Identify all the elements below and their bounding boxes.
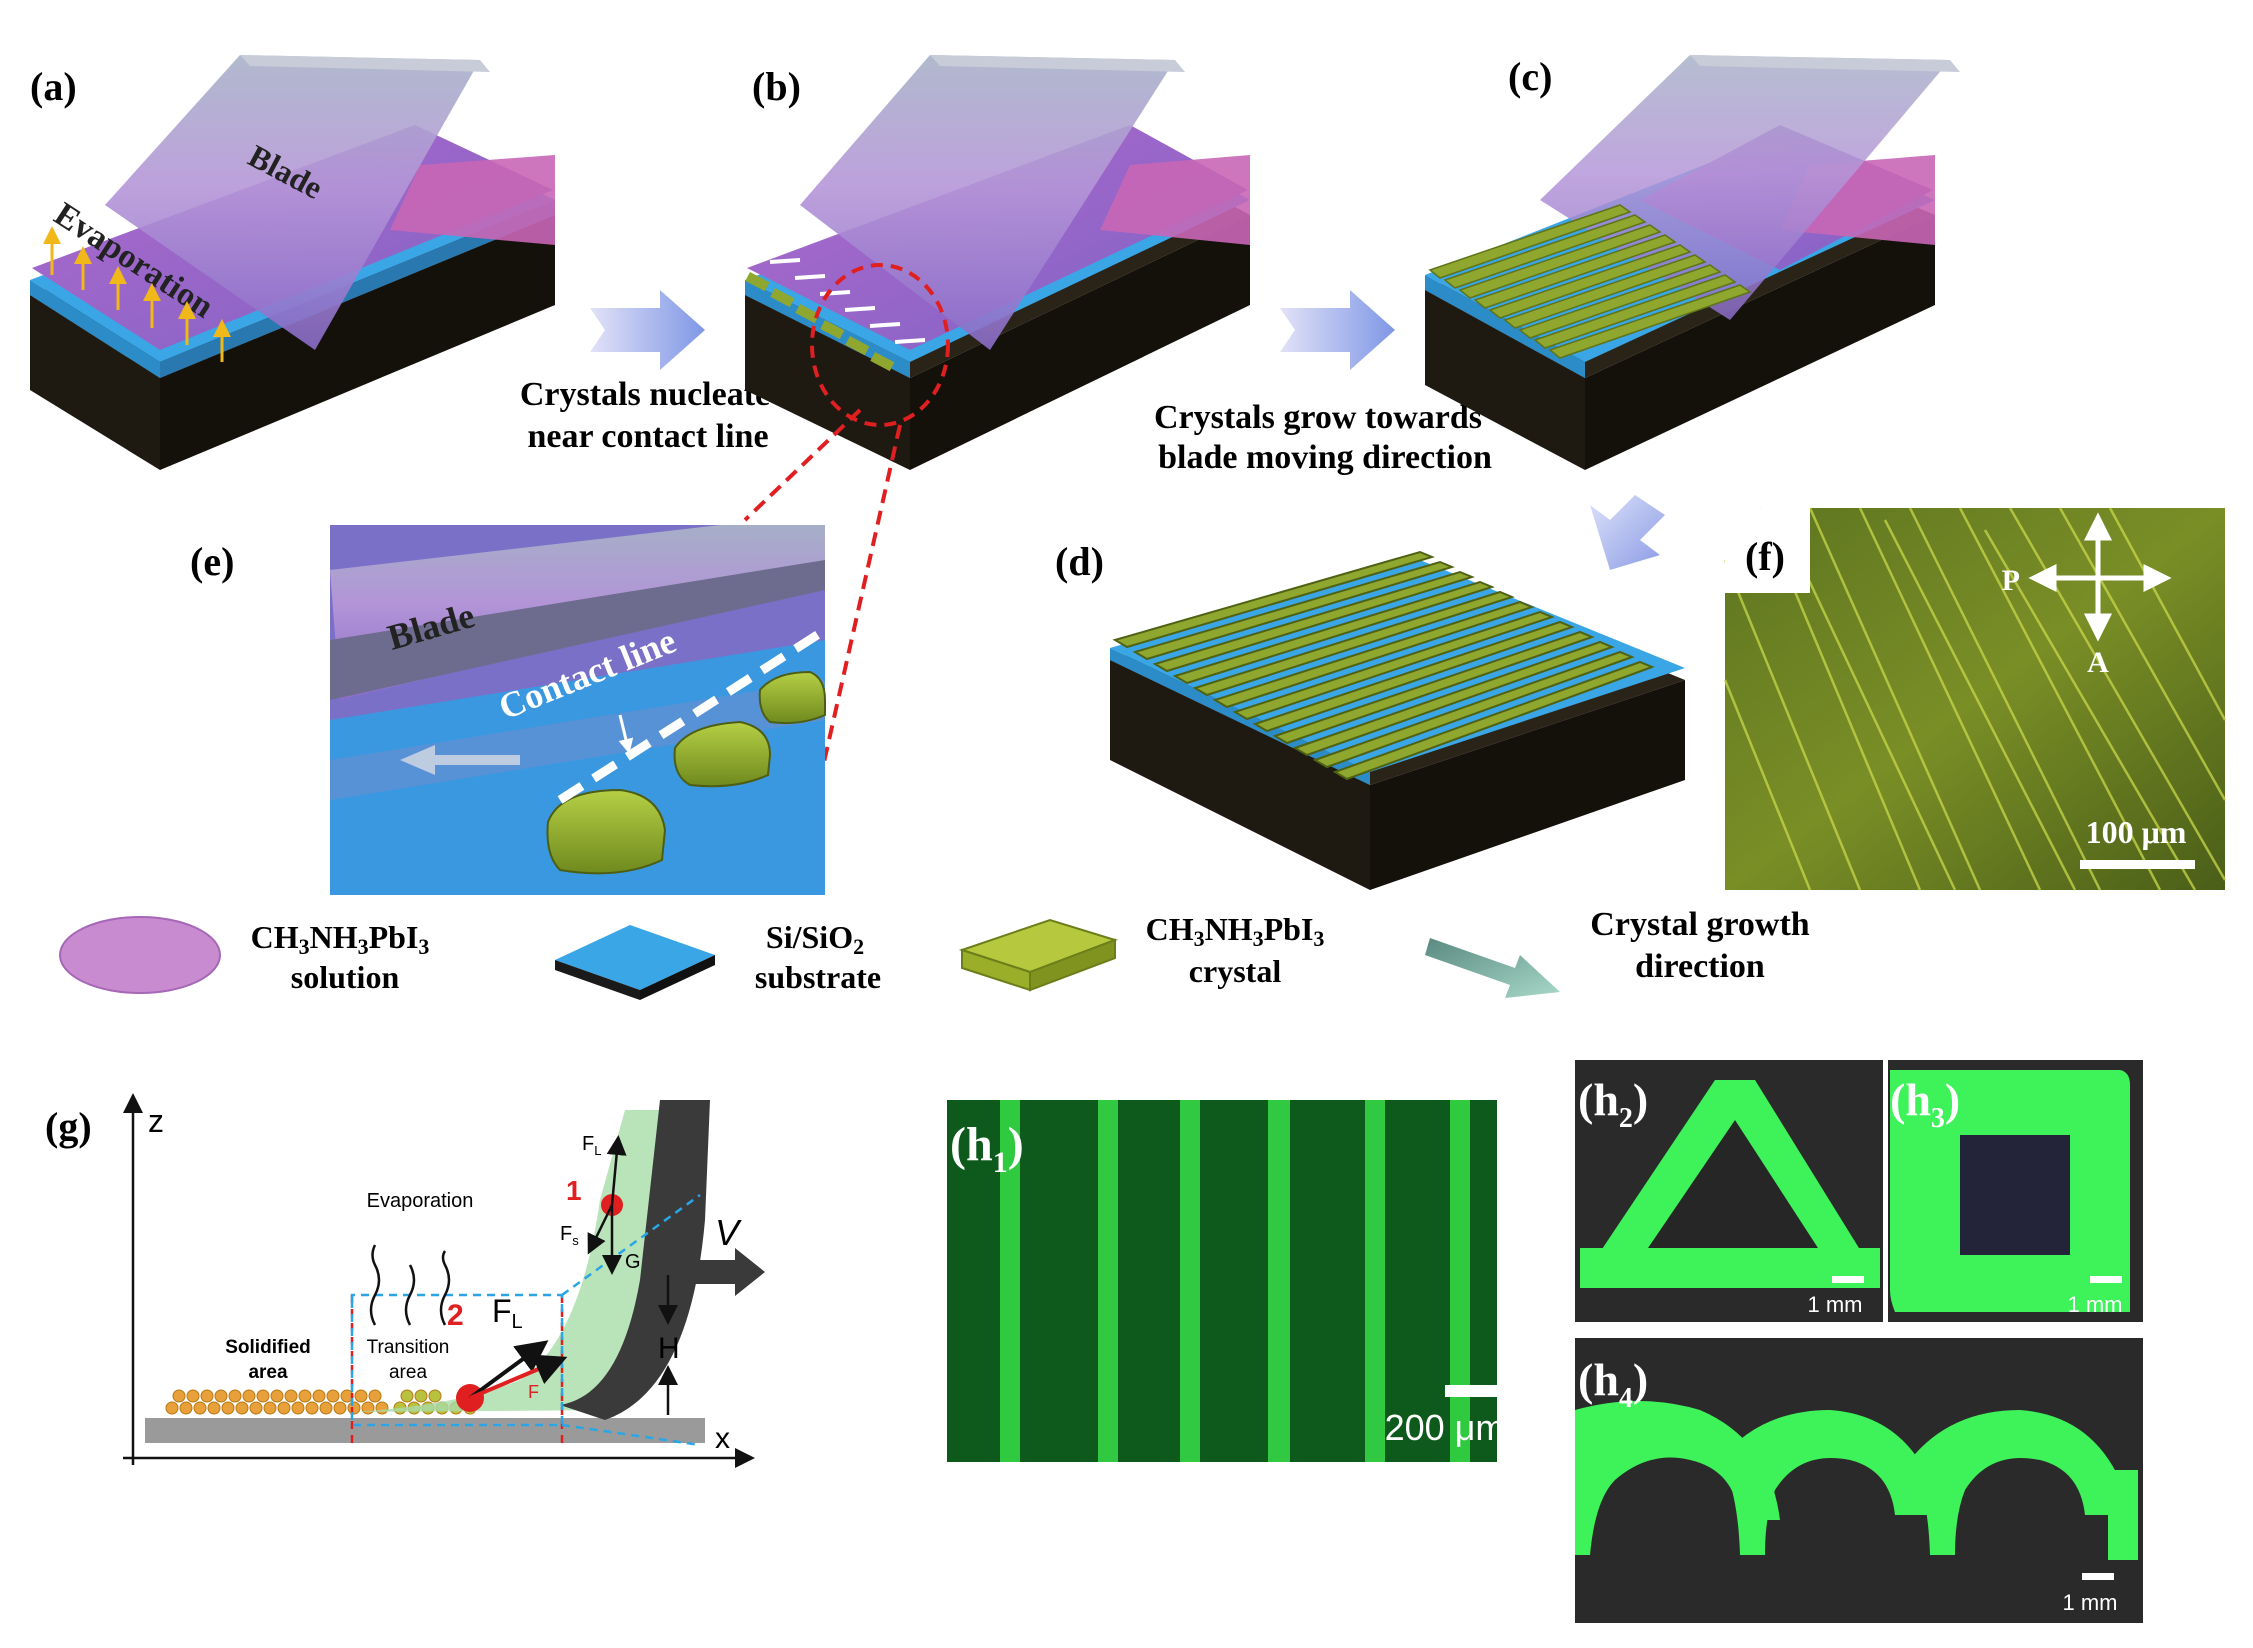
g-force-label: G — [625, 1251, 641, 1273]
panel-label-b: (b) — [752, 64, 801, 109]
legend-solution-l2: solution — [291, 959, 400, 995]
g-evaporation-label: Evaporation — [367, 1190, 474, 1212]
h-label: H — [658, 1332, 680, 1365]
legend-substrate-l1: Si/SiO2 — [766, 919, 864, 959]
solidified-label-1: Solidified — [225, 1337, 311, 1358]
transition-label-1: Transition — [367, 1337, 450, 1358]
caption-ab-1: Crystals nucleate — [520, 376, 770, 413]
legend-solution-l1: CH3NH3PbI3 — [251, 919, 430, 959]
panel-label-f: (f) — [1745, 534, 1785, 579]
panel-g: (g) z x — [45, 1093, 765, 1468]
panel-label-h2: (h2) — [1578, 1074, 1648, 1134]
scale-bar-f — [2080, 860, 2195, 869]
panel-label-h1: (h1) — [950, 1118, 1024, 1179]
caption-bc-1: Crystals grow towards — [1154, 399, 1482, 436]
zoom-circle — [810, 263, 950, 427]
solidified-label-2: area — [248, 1362, 288, 1383]
grown-crystals-c — [1428, 204, 1752, 359]
blade — [105, 55, 480, 350]
legend-substrate-l2: substrate — [755, 959, 881, 995]
crystals-e — [546, 670, 826, 875]
z-axis-label: z — [148, 1103, 164, 1139]
legend-crystal-l2: crystal — [1189, 953, 1282, 989]
fs-label: Fs — [560, 1223, 579, 1248]
process-arrow-bc — [1280, 290, 1395, 370]
process-arrow-cd — [1590, 495, 1665, 570]
panel-a: (a) Blade Evaporation — [30, 55, 555, 470]
transition-label-2: area — [389, 1362, 427, 1383]
scale-label-h2: 1 mm — [1808, 1292, 1863, 1317]
process-arrow-ab — [590, 290, 705, 370]
scale-label-h3: 1 mm — [2068, 1292, 2123, 1317]
panel-h3: (h3) 1 mm — [1888, 1060, 2143, 1322]
x-axis-label: x — [715, 1422, 730, 1455]
scale-label-f: 100 μm — [2086, 814, 2187, 850]
scale-label-h1: 200 μm — [1385, 1407, 1506, 1448]
g-blade — [560, 1100, 710, 1420]
g-substrate — [145, 1418, 705, 1443]
legend-crystal-swatch — [958, 918, 1119, 992]
legend-solution-swatch — [59, 916, 221, 994]
panel-d: (d) — [1055, 539, 1685, 890]
fl-top-label: FL — [582, 1133, 601, 1158]
legend: CH3NH3PbI3 solution Si/SiO2 substrate CH… — [59, 906, 1810, 1000]
panel-label-a: (a) — [30, 64, 77, 109]
panel-b: (b) — [745, 55, 1250, 470]
panel-f: (f) P A 100 μm — [1723, 507, 2227, 891]
panel-h2: (h2) 1 mm — [1575, 1060, 1883, 1322]
evaporation-squiggles — [369, 1244, 451, 1326]
label-2: 2 — [447, 1299, 464, 1332]
zoom-line-right — [818, 424, 902, 781]
panel-h4: (h4) 1 mm — [1575, 1338, 2143, 1623]
legend-growth-arrow — [1425, 938, 1560, 998]
legend-growth-l1: Crystal growth — [1590, 906, 1809, 943]
polarizer-cross — [2028, 512, 2172, 642]
legend-substrate-swatch — [555, 925, 715, 990]
panel-label-g: (g) — [45, 1104, 92, 1149]
label-1: 1 — [566, 1175, 582, 1206]
panel-c: (c) — [1425, 54, 1960, 470]
fl-mid-label: FL — [492, 1293, 523, 1333]
v-label: V — [715, 1212, 742, 1253]
photo-h4 — [1575, 1338, 2143, 1623]
fluorescent-stripes — [1000, 1100, 1470, 1462]
crystal-array-d — [1112, 550, 1655, 781]
polarizer-p: P — [2002, 564, 2020, 597]
panel-e: (e) Blade Contact line — [190, 525, 828, 895]
analyzer-a: A — [2087, 646, 2109, 679]
caption-bc-2: blade moving direction — [1158, 439, 1492, 476]
contact-line-marks — [769, 258, 926, 344]
panel-label-d: (d) — [1055, 539, 1104, 584]
contact-line — [557, 626, 828, 804]
scale-bar-h1 — [1445, 1385, 1515, 1397]
zoom-line-left — [743, 408, 862, 522]
nucleated-crystals — [745, 272, 895, 372]
evaporation-arrows — [43, 226, 231, 362]
blade-b — [800, 55, 1175, 350]
scale-label-h4: 1 mm — [2063, 1590, 2118, 1615]
f-small-label: F — [528, 1382, 539, 1402]
legend-crystal-l1: CH3NH3PbI3 — [1146, 911, 1325, 951]
panel-label-e: (e) — [190, 539, 234, 584]
caption-ab-2: near contact line — [527, 418, 768, 455]
panel-label-h4: (h4) — [1578, 1354, 1648, 1414]
fluorescence-h1 — [947, 1100, 1497, 1462]
panel-label-h3: (h3) — [1890, 1074, 1960, 1134]
v-arrow — [695, 1248, 765, 1296]
panel-h1: (h1) 200 μm — [947, 1100, 1515, 1462]
panel-label-c: (c) — [1508, 54, 1552, 99]
legend-growth-l2: direction — [1635, 948, 1765, 985]
